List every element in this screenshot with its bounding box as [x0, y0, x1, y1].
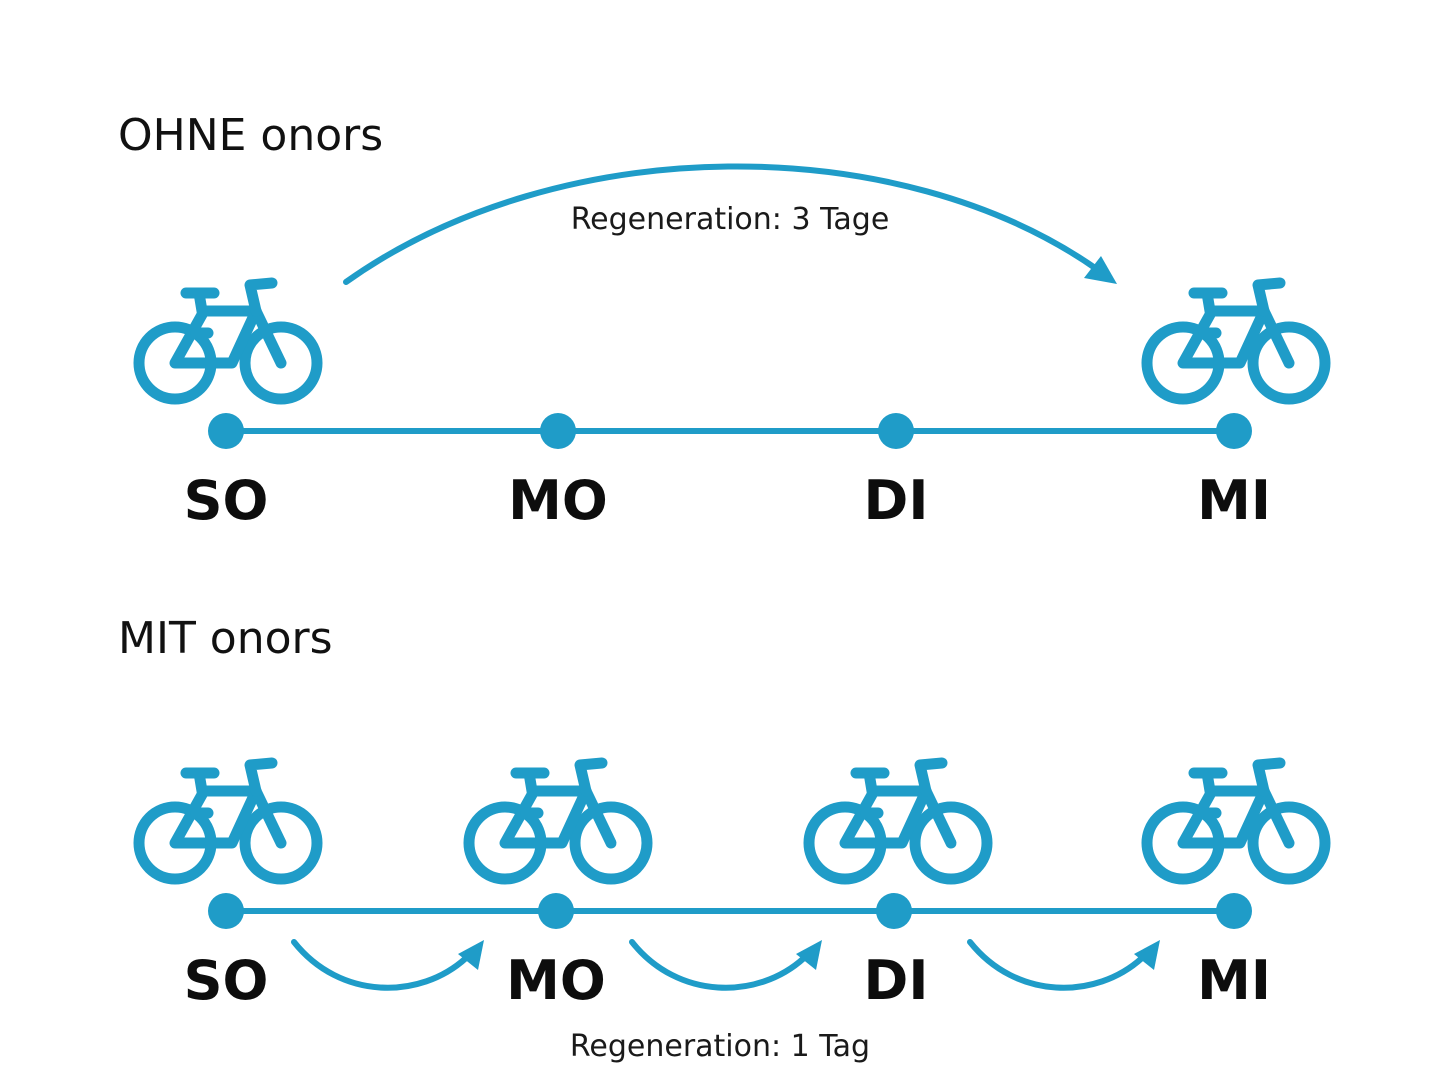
timeline-dot — [208, 413, 244, 449]
day-label-mo: MO — [508, 469, 608, 532]
short-regeneration-arrow — [629, 939, 822, 991]
timeline-dot — [878, 413, 914, 449]
section-title: OHNE onors — [118, 110, 383, 161]
day-label-mi: MI — [1197, 469, 1271, 532]
timeline-dot — [538, 893, 574, 929]
bicycle-icon — [469, 763, 647, 879]
timeline-dot — [540, 413, 576, 449]
day-label-di: DI — [864, 469, 929, 532]
day-label-mo: MO — [506, 949, 606, 1012]
timeline-dot — [1216, 413, 1252, 449]
day-label-di: DI — [864, 949, 929, 1012]
arrow-curve — [343, 163, 1101, 285]
bicycle-icon — [139, 283, 317, 399]
bicycle-icon — [1147, 763, 1325, 879]
day-label-so: SO — [184, 949, 269, 1012]
arrow-head — [458, 940, 484, 970]
arrow-curve — [291, 939, 469, 991]
bicycle-icon — [809, 763, 987, 879]
bicycle-icon — [139, 763, 317, 879]
day-label-mi: MI — [1197, 949, 1271, 1012]
timeline-dot — [876, 893, 912, 929]
arrow-head — [796, 940, 822, 970]
regeneration-label: Regeneration: 3 Tage — [571, 202, 890, 237]
arrow-head — [1084, 256, 1117, 284]
timeline-dot — [1216, 893, 1252, 929]
arrow-curve — [629, 939, 807, 991]
timeline-dot — [208, 893, 244, 929]
arrow-head — [1134, 940, 1160, 970]
bicycle-icon — [1147, 283, 1325, 399]
regeneration-label: Regeneration: 1 Tag — [570, 1029, 870, 1064]
section-mit-onors: MIT onors SO MO DI MI Regeneration: 1 — [118, 613, 1325, 1064]
short-regeneration-arrow — [291, 939, 484, 991]
long-regeneration-arrow — [343, 163, 1117, 285]
section-ohne-onors: OHNE onors Regeneration: 3 Tage SO MO DI… — [118, 110, 1325, 532]
short-regeneration-arrow — [967, 939, 1160, 991]
section-title: MIT onors — [118, 613, 333, 664]
day-label-so: SO — [184, 469, 269, 532]
arrow-curve — [967, 939, 1145, 991]
